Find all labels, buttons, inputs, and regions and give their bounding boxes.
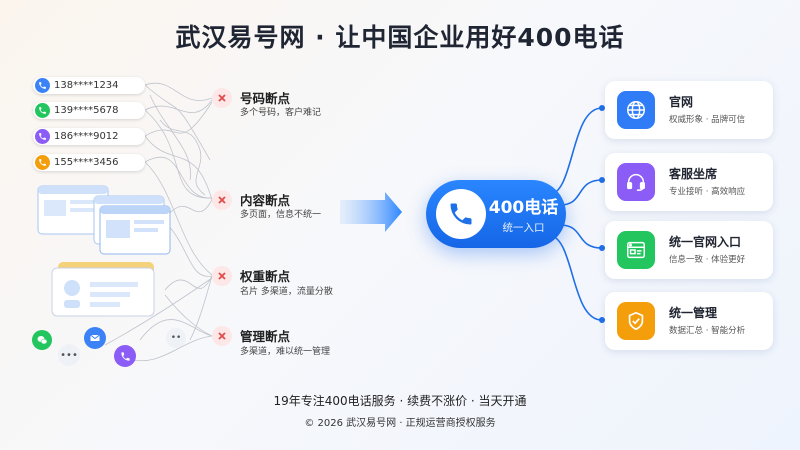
card-desc: 专业接听 · 高效响应 [669, 187, 746, 197]
breakpoint-desc: 多渠道，难以统一管理 [240, 347, 331, 357]
card-desc: 信息一致 · 体验更好 [669, 255, 746, 265]
close-icon [212, 190, 232, 210]
phone-pill: 139****5678 [33, 102, 145, 119]
browser-icon [617, 231, 655, 269]
footer-tagline: 19年专注400电话服务 · 续费不涨价 · 当天开通 [273, 394, 527, 408]
card-title: 统一官网入口 [669, 235, 742, 249]
headset-icon [617, 163, 655, 201]
wechat-icon [32, 330, 52, 350]
card-title: 统一管理 [669, 306, 718, 320]
phone-icon [35, 78, 50, 93]
more-icon: •• [166, 328, 186, 348]
call-icon [114, 345, 136, 367]
phone-pill: 155****3456 [33, 154, 145, 171]
breakpoint-desc: 多页面，信息不统一 [240, 210, 322, 220]
breakpoint-title: 内容断点 [240, 193, 291, 208]
phone-number: 155****3456 [54, 157, 119, 168]
breakpoint-title: 号码断点 [240, 91, 291, 106]
globe-icon [617, 91, 655, 129]
page-title: 武汉易号网 · 让中国企业用好400电话 [175, 23, 625, 52]
breakpoint-title: 权重断点 [240, 269, 291, 284]
phone-pill: 186****9012 [33, 128, 145, 145]
phone-number: 138****1234 [54, 80, 119, 91]
phone-icon [35, 129, 50, 144]
card-desc: 权威形象 · 品牌可信 [669, 115, 746, 125]
feature-card: 统一官网入口 信息一致 · 体验更好 [605, 221, 773, 279]
close-icon [212, 266, 232, 286]
feature-card: 统一管理 数据汇总 · 智能分析 [605, 292, 773, 350]
card-title: 官网 [669, 95, 694, 109]
phone-number: 186****9012 [54, 131, 119, 142]
breakpoint-desc: 名片 多渠道，流量分散 [240, 287, 333, 297]
hub-subtitle: 统一入口 [502, 222, 545, 234]
phone-icon [35, 103, 50, 118]
browser-windows-illustration [37, 185, 171, 255]
phone-icon [436, 189, 486, 239]
phone-pill: 138****1234 [33, 77, 145, 94]
card-title: 客服坐席 [669, 167, 718, 181]
more-icon: ••• [58, 344, 80, 366]
business-cards-illustration [51, 262, 155, 317]
breakpoint-desc: 多个号码，客户难记 [240, 108, 322, 118]
phone-number: 139****5678 [54, 105, 119, 116]
feature-card: 官网 权威形象 · 品牌可信 [605, 81, 773, 139]
hub-400-phone: 400电话 统一入口 [426, 180, 566, 248]
close-icon [212, 326, 232, 346]
footer-copyright: © 2026 武汉易号网 · 正规运营商授权服务 [304, 418, 496, 429]
shield-check-icon [617, 302, 655, 340]
hub-title: 400电话 [488, 198, 559, 218]
breakpoint-title: 管理断点 [240, 329, 291, 344]
close-icon [212, 88, 232, 108]
mail-icon [84, 327, 106, 349]
card-desc: 数据汇总 · 智能分析 [669, 326, 746, 336]
phone-icon [35, 155, 50, 170]
feature-card: 客服坐席 专业接听 · 高效响应 [605, 153, 773, 211]
